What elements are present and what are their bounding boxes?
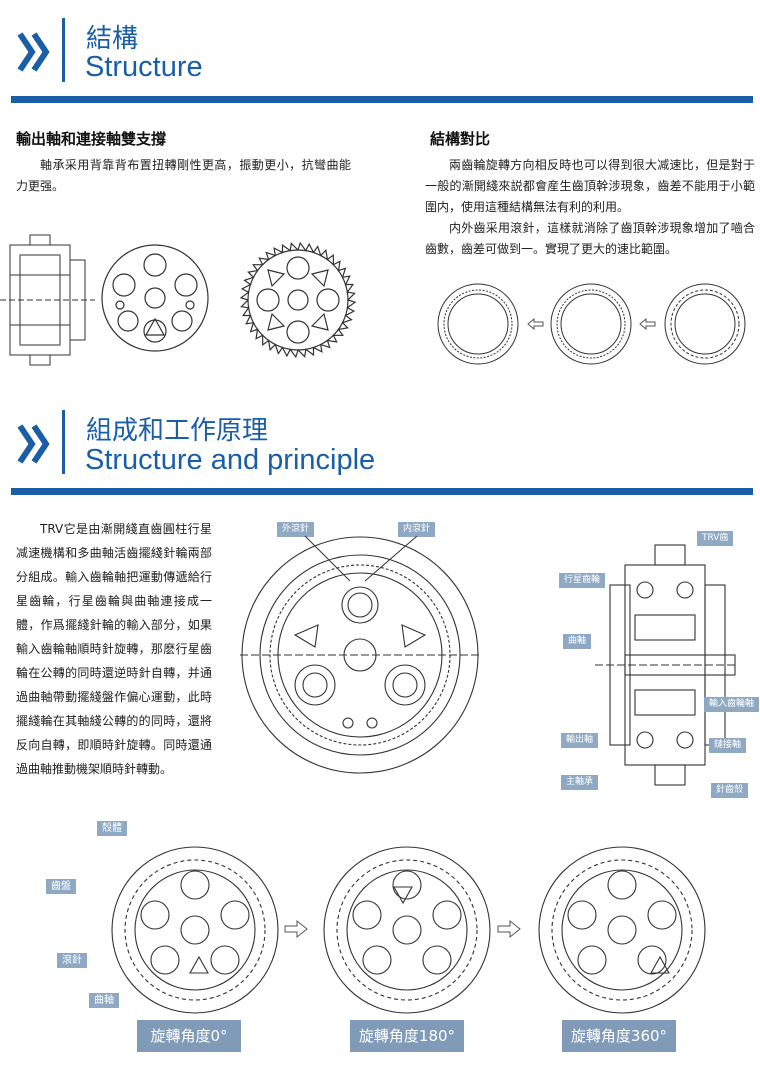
- label-main-bearing: 主軸承: [561, 775, 599, 790]
- arrow-left-icon: [639, 317, 656, 331]
- angle-label-0: 旋轉角度0°: [137, 1020, 241, 1052]
- right-block-heading: 結構對比: [430, 130, 491, 148]
- section-title-cn: 組成和工作原理: [86, 416, 269, 446]
- double-chevron-icon: [17, 32, 50, 72]
- title-divider: [62, 18, 65, 82]
- label-planet-gear: 行星齒輪: [559, 573, 606, 588]
- label-connect-shaft: 鏈接軸: [709, 738, 747, 753]
- label-disc: 齒盤: [46, 879, 76, 894]
- angle-label-360: 旋轉角度360°: [562, 1020, 676, 1052]
- section-rule: [11, 96, 753, 103]
- label-input-gear-shaft: 輸入齒輪軸: [704, 697, 760, 712]
- label-pin-plate: 針齒殼: [711, 783, 749, 798]
- left-block-heading: 輸出軸和連接軸雙支撐: [16, 130, 167, 148]
- leader-line: [304, 535, 351, 582]
- rotation-state-360-drawing: [538, 846, 706, 1014]
- label-inner-pin: 内滾針: [398, 522, 436, 537]
- leader-line: [364, 535, 418, 582]
- section-title-cn: 結構: [86, 24, 139, 54]
- crank-disc-drawing: [101, 244, 209, 352]
- label-roller-pin: 滾針: [57, 953, 87, 968]
- principle-text: TRV它是由漸開綫直齒圓柱行星减速機構和多曲軸活齒擺綫針輪兩部分組成。輸入齒輪軸…: [16, 522, 212, 776]
- rotation-state-0-drawing: [111, 846, 279, 1014]
- section-title-en: Structure: [85, 51, 203, 83]
- gear-ring-2-drawing: [550, 283, 632, 365]
- double-chevron-icon: [17, 424, 50, 464]
- label-crank-bottom: 曲軸: [89, 993, 119, 1008]
- rotation-state-180-drawing: [323, 846, 491, 1014]
- gear-ring-3-drawing: [664, 283, 746, 365]
- right-block-text: 兩齒輪旋轉方向相反時也可以得到很大减速比，但是對于一般的漸開綫來説都會産生齒頂幹…: [425, 158, 755, 256]
- label-crank: 曲軸: [563, 634, 592, 649]
- label-outer-pin: 外滾針: [277, 522, 315, 537]
- label-output-shaft: 輸出軸: [561, 733, 599, 748]
- cycloid-disc-drawing: [239, 241, 357, 359]
- title-divider: [62, 410, 65, 474]
- section-title-en: Structure and principle: [85, 444, 376, 476]
- left-block-text: 軸承采用背靠背布置扭轉剛性更高，振動更小，抗彎曲能力更强。: [16, 158, 351, 193]
- arrow-right-icon: [284, 919, 308, 939]
- arrow-right-icon: [497, 919, 521, 939]
- label-housing: 殼體: [97, 821, 127, 836]
- reducer-front-view-drawing: [240, 536, 480, 774]
- gear-ring-1-drawing: [437, 283, 519, 365]
- bearing-side-view-drawing: [0, 234, 95, 366]
- section-rule: [11, 488, 753, 495]
- arrow-left-icon: [527, 317, 544, 331]
- label-trv-gear: TRV齒: [697, 531, 734, 546]
- angle-label-180: 旋轉角度180°: [350, 1020, 464, 1052]
